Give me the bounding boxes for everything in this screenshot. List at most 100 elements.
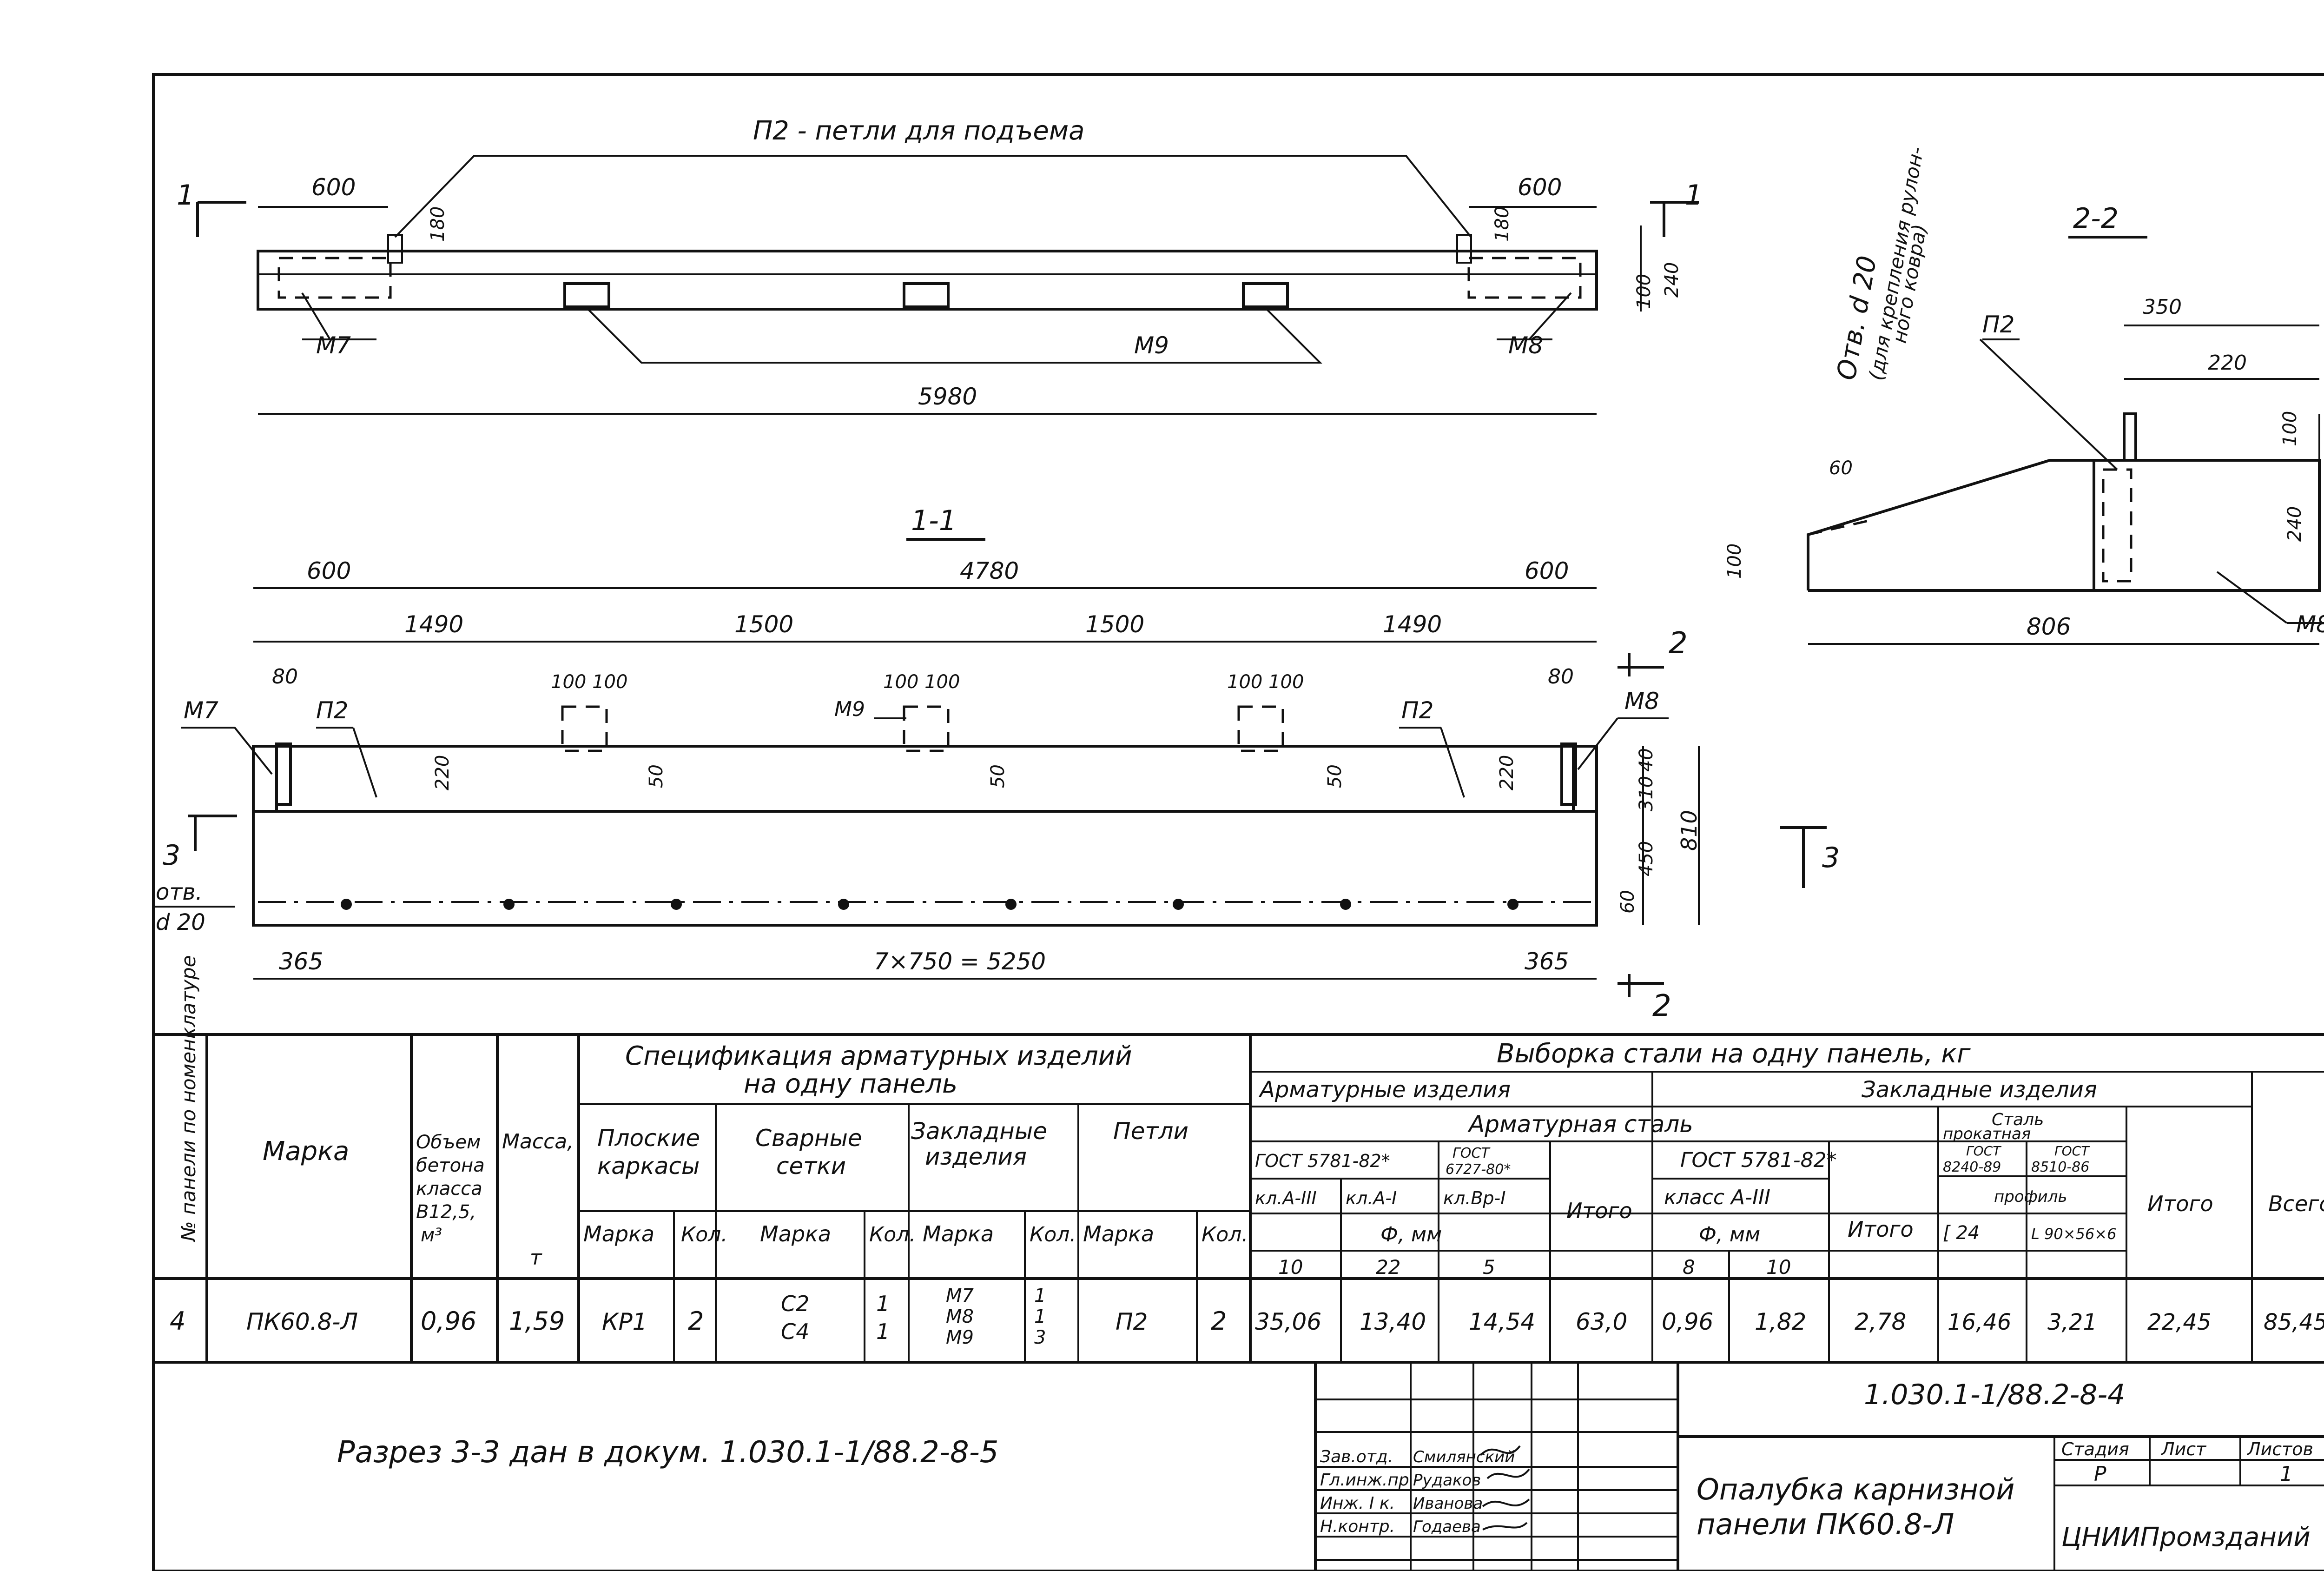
tb-role-4: Н.контр. [1320,1517,1395,1536]
hole-note-line1: отв. [156,879,203,905]
vsego: Всего [2268,1191,2324,1216]
section-1-1-m9-c [1237,705,1284,752]
plan-leader-m9 [585,306,1322,364]
spec-frames-l2: каркасы [597,1153,700,1180]
spec-title-l2: на одну панель [744,1069,957,1099]
section-2-2-dim-240: 240 [2284,506,2305,542]
plan-dim-600-left: 600 [311,174,356,201]
d8: 8 [1683,1256,1695,1279]
tb-title-l2: панели ПК60.8-Л [1697,1507,1954,1541]
section-1-1-hole-5 [1005,899,1017,910]
col-volume-l5: м³ [421,1225,442,1246]
section-1-1-hole-1 [341,899,352,910]
dim-1490-right: 1490 [1383,611,1442,638]
dim-spacing: 7×750 = 5250 [874,948,1046,975]
section-2-2-dim-806-val: 806 [2027,613,2071,640]
tb-code: 1.030.1-1/88.2-8-4 [1864,1379,2125,1411]
row-v10b: 1,82 [1755,1308,1806,1335]
row-emb-mark-1: М7 [946,1285,974,1306]
gost-6727-l2: 6727-80* [1446,1161,1511,1178]
dim-50-b: 50 [987,764,1009,788]
section-2-2-dim-350-val: 350 [2143,295,2182,319]
row-v5: 14,54 [1469,1308,1535,1335]
dim-50-a: 50 [646,764,667,788]
dim-1490-left: 1490 [404,611,463,638]
row-mesh-qty-1: 1 [876,1291,890,1316]
dim-pair-a: 100 100 [551,671,627,693]
row-mass: 1,59 [509,1306,565,1336]
spec-title-l1: Спецификация арматурных изделий [625,1041,1132,1071]
col-volume-l4: B12,5, [416,1201,476,1223]
section-2-2-dim-60: 60 [1829,457,1853,479]
dim-50-c: 50 [1324,764,1346,788]
gost-5781-a: ГОСТ 5781-82* [1255,1151,1390,1171]
profile-steel-l1: Сталь [1992,1110,2044,1129]
row-v22: 13,40 [1360,1308,1426,1335]
tb-name-4: Годаева [1413,1518,1481,1536]
dim-80-left: 80 [272,665,298,689]
tb-name-3: Иванова [1413,1494,1483,1513]
plan-loop-right [1456,234,1472,264]
tb-role-2: Гл.инж.пр [1320,1471,1409,1490]
dim-4780: 4780 [960,557,1019,584]
itogo-b: Итого [1848,1217,1914,1242]
sub-kol-2: Кол. [869,1223,916,1246]
row-loop-qty: 2 [1211,1306,1227,1336]
profile-steel-l2: прокатная [1943,1125,2031,1143]
diam-a: Ф, мм [1380,1223,1442,1246]
plan-cut-left-label: 1 [177,179,194,212]
row-num: 4 [170,1306,185,1336]
col-mass-l1: Масса, [502,1130,574,1153]
section-2-2: 2-2 Отв. d 20 (для крепления рулон- ного… [1724,145,2324,645]
plan-dim-total: 5980 [918,383,977,410]
sub-marka-3: Марка [923,1221,994,1246]
leader-m8 [1577,717,1618,770]
section-1-1-hole-2 [503,899,515,910]
section-1-1-hole-3 [671,899,682,910]
plan-loop-left [387,234,403,264]
dim-600-left: 600 [307,557,351,584]
section-1-1-m9-b [903,705,950,752]
spec-meshes-l1: Сварные [755,1125,862,1152]
section-3-3-note: Разрез 3-3 дан в докум. 1.030.1-1/88.2-8… [337,1435,999,1470]
plan-view: П2 - петли для подъема 600 600 180 180 1… [177,116,1703,415]
cls-ai: кл.А-I [1346,1188,1397,1208]
section-1-1-m7 [275,742,292,806]
section-1-1-hole-7 [1340,899,1351,910]
plan-label-m9: М9 [1134,332,1169,359]
plan-dim-180-right: 180 [1492,206,1513,242]
plan-dim-180-left: 180 [427,206,449,242]
dim-365-right: 365 [1525,948,1569,975]
dim-40: 40 [1636,748,1657,772]
cls-aiii: кл.А-III [1255,1188,1317,1208]
dim-pair-b: 100 100 [883,671,960,693]
cut-3-right-label: 3 [1822,842,1840,874]
row-total: 85,45 [2264,1309,2324,1335]
plan-dim-100: 100 [1633,274,1655,309]
plan-label-m8: М8 [1508,332,1543,359]
itogo-a: Итого [1566,1198,1632,1223]
col-marka-header: Марка [263,1136,349,1167]
plan-leader-m7 [301,292,331,340]
section-1-1-hole-4 [838,899,849,910]
row-emb-mark-2: М8 [946,1306,974,1327]
row-mesh-mark-1: С2 [781,1291,809,1316]
row-emb-qty-2: 1 [1034,1306,1046,1327]
section-2-2-loop [2123,412,2137,462]
label-m8: М8 [1624,688,1659,715]
spec-embedded-l2: изделия [925,1143,1027,1170]
section-2-2-label-p2: П2 [1982,311,2014,338]
gost-8510-l2: 8510-86 [2031,1159,2089,1175]
section-1-1-title: 1-1 [911,504,957,537]
plan-embed-m7 [277,257,392,299]
dim-310: 310 [1636,776,1657,811]
gost-6727-l1: ГОСТ [1452,1145,1491,1161]
tb-h-stage-label: Стадия [2061,1439,2129,1459]
section-1-1-hole-6 [1173,899,1184,910]
embedded-items: Закладные изделия [1862,1077,2097,1103]
plan-embed-m9-a [563,282,610,308]
gost-8240-l2: 8240-89 [1943,1159,2001,1175]
dim-60: 60 [1617,890,1638,914]
dim-1500-a: 1500 [734,611,793,638]
plan-embed-m9-c [1242,282,1289,308]
